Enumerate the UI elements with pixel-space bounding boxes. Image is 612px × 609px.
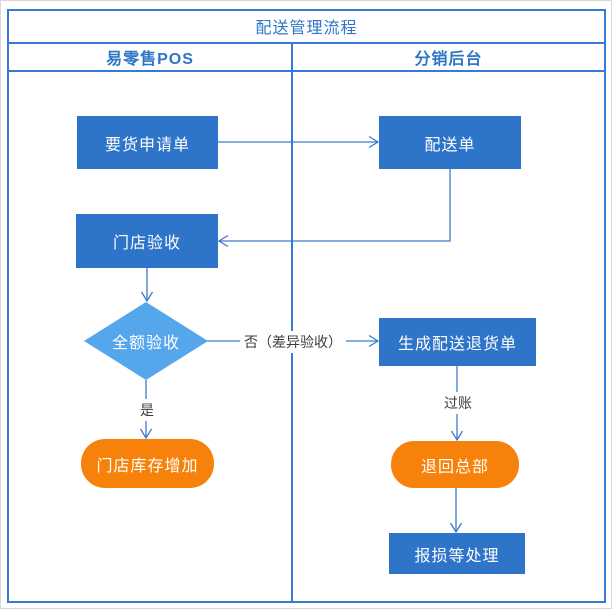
lane-header-pos: 易零售POS: [106, 50, 194, 68]
node-store-stock-increase: 门店库存增加: [81, 439, 214, 488]
node-damage-handling: 报损等处理: [389, 533, 525, 574]
lane-header-backend: 分销后台: [414, 50, 483, 68]
node-delivery-order: 配送单: [379, 116, 521, 169]
title-separator-line: [9, 42, 604, 44]
edge-label-post-accounting: 过账: [440, 392, 476, 414]
diagram-title: 配送管理流程: [255, 19, 358, 37]
lane-divider: [291, 43, 293, 603]
edge-label-no-diff-acceptance: 否（差异验收）: [240, 331, 346, 353]
header-separator-line: [9, 70, 604, 72]
diagram-border: [7, 9, 606, 603]
node-generate-return-order: 生成配送退货单: [379, 318, 536, 366]
node-store-acceptance: 门店验收: [76, 214, 218, 268]
edge-label-yes: 是: [136, 399, 158, 421]
node-return-headquarters: 退回总部: [391, 441, 519, 488]
node-request-order: 要货申请单: [77, 116, 218, 169]
